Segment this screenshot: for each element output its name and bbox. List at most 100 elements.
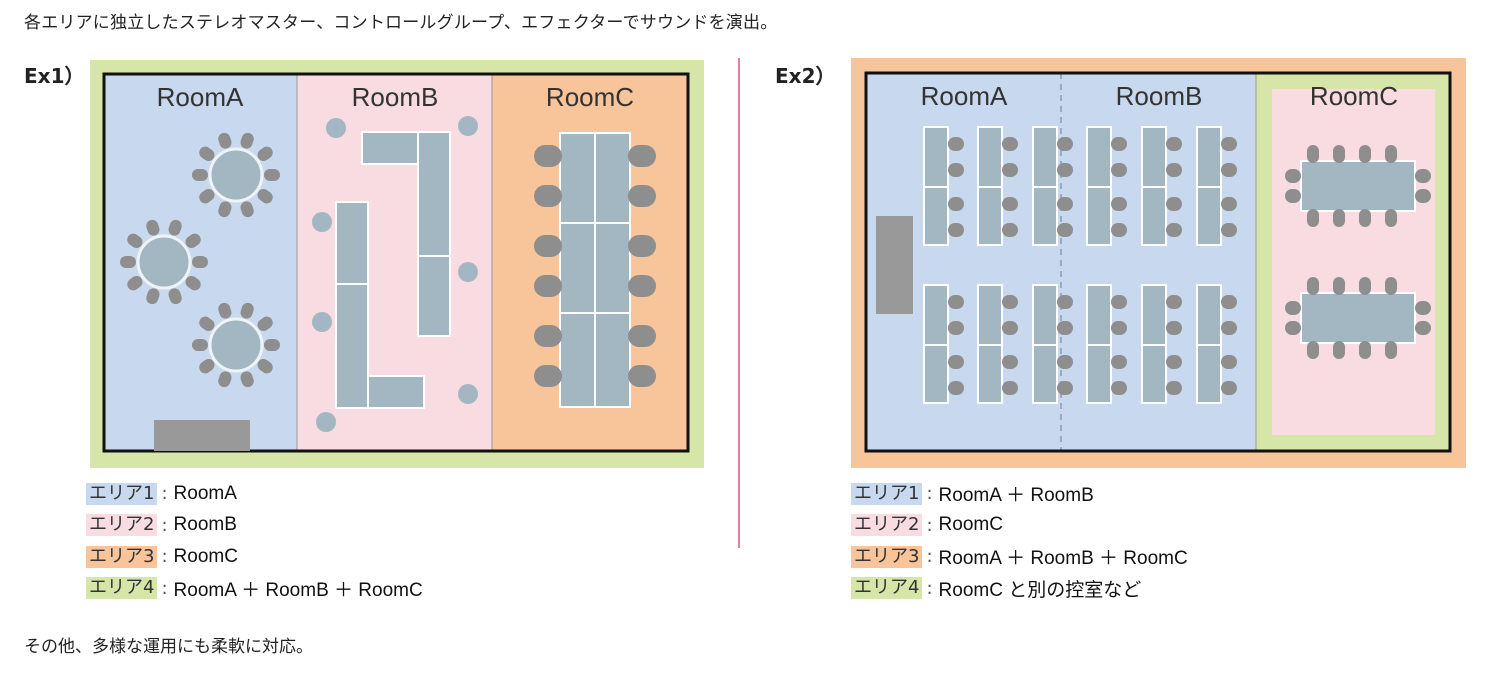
chair: [948, 381, 964, 395]
chair: [192, 256, 208, 268]
chair: [199, 358, 215, 374]
chair: [1385, 209, 1397, 227]
chair: [1221, 295, 1237, 309]
table: [594, 222, 631, 314]
chair: [1359, 277, 1371, 295]
table: [594, 312, 631, 408]
ex2-label: Ex2）: [775, 64, 836, 88]
chair: [534, 275, 562, 297]
chair: [1333, 145, 1345, 163]
chair: [1057, 137, 1073, 151]
chair: [199, 316, 215, 332]
table: [1086, 344, 1112, 404]
chair: [240, 201, 254, 218]
chair: [264, 339, 280, 351]
legend-row: エリア4:RoomA ＋ RoomB ＋ RoomC: [86, 573, 423, 605]
chair: [948, 197, 964, 211]
chair: [1415, 321, 1431, 335]
table: [1141, 284, 1167, 346]
chair: [1166, 137, 1182, 151]
chair: [185, 233, 201, 249]
room-c-area2: [1272, 89, 1435, 435]
chair: [1057, 321, 1073, 335]
ex2-room-b-label: RoomB: [1116, 81, 1203, 111]
chair: [1166, 355, 1182, 369]
stage: [154, 420, 250, 451]
chair: [1221, 197, 1237, 211]
table: [559, 222, 596, 314]
ex2-room-c-label: RoomC: [1310, 81, 1398, 111]
table: [1196, 126, 1222, 188]
table: [335, 283, 369, 409]
table: [594, 132, 631, 224]
legend-row: エリア3:RoomC: [86, 541, 423, 573]
legend-row: エリア2:RoomB: [86, 510, 423, 542]
table: [417, 255, 451, 337]
chair: [1002, 137, 1018, 151]
table: [1141, 186, 1167, 246]
chair: [628, 325, 656, 347]
table: [1086, 186, 1112, 246]
table: [923, 284, 949, 346]
outro-text: その他、多様な運用にも柔軟に対応。: [24, 637, 313, 657]
chair: [1285, 189, 1301, 203]
chair: [1221, 355, 1237, 369]
stool: [458, 262, 478, 282]
chair: [628, 185, 656, 207]
stage: [876, 216, 913, 314]
area-desc: RoomC と別の控室など: [938, 579, 1142, 601]
table: [1300, 160, 1416, 212]
chair: [1307, 145, 1319, 163]
chair: [948, 295, 964, 309]
area-tag: エリア1: [851, 482, 923, 505]
chair: [1057, 295, 1073, 309]
round-table: [208, 147, 264, 203]
table: [977, 186, 1003, 246]
table: [1300, 292, 1416, 344]
ex1-room-b-label: RoomB: [352, 82, 439, 112]
table: [1141, 126, 1167, 188]
chair: [168, 219, 182, 236]
stool: [326, 118, 346, 138]
chair: [1385, 341, 1397, 359]
chair: [240, 371, 254, 388]
chair: [1166, 223, 1182, 237]
area-desc: RoomA ＋ RoomB ＋ RoomC: [938, 548, 1188, 570]
chair: [1333, 277, 1345, 295]
chair: [628, 235, 656, 257]
chair: [1359, 209, 1371, 227]
chair: [1111, 355, 1127, 369]
chair: [1166, 381, 1182, 395]
table: [559, 132, 596, 224]
chair: [1359, 341, 1371, 359]
chair: [948, 223, 964, 237]
chair: [257, 316, 273, 332]
chair: [1057, 223, 1073, 237]
ex1-room-a-label: RoomA: [157, 82, 244, 112]
chair: [1111, 321, 1127, 335]
chair: [1415, 169, 1431, 183]
table: [923, 126, 949, 188]
chair: [192, 339, 208, 351]
table: [977, 344, 1003, 404]
chair: [1111, 137, 1127, 151]
chair: [534, 145, 562, 167]
chair: [534, 185, 562, 207]
ex2-floor-plan: RoomA RoomB RoomC: [851, 58, 1466, 468]
chair: [146, 219, 160, 236]
chair: [1307, 277, 1319, 295]
table: [1032, 284, 1058, 346]
legend-row: エリア1:RoomA ＋ RoomB: [851, 478, 1188, 510]
stool: [458, 116, 478, 136]
table: [559, 312, 596, 408]
table: [367, 375, 425, 409]
chair: [1166, 197, 1182, 211]
chair: [218, 371, 232, 388]
chair: [1385, 277, 1397, 295]
chair: [1307, 209, 1319, 227]
chair: [534, 365, 562, 387]
chair: [257, 188, 273, 204]
chair: [1359, 145, 1371, 163]
chair: [1307, 341, 1319, 359]
ex1-room-c-label: RoomC: [546, 82, 634, 112]
